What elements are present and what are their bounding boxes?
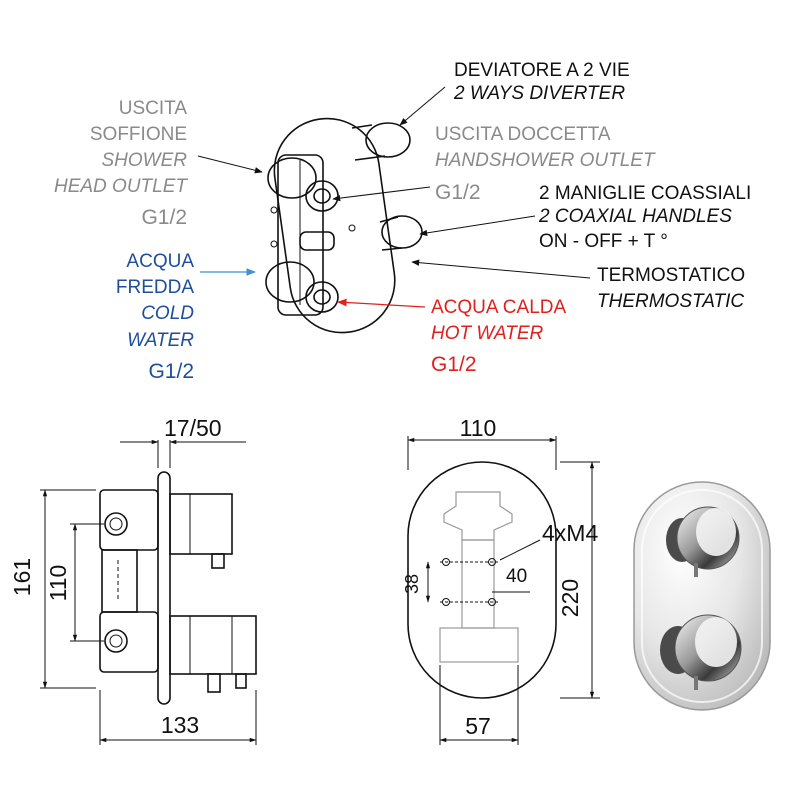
label-handshower-size: G1/2 <box>435 181 481 204</box>
label-handshower-it: USCITA DOCCETTA <box>435 124 611 145</box>
dim-side-height-inner: 110 <box>45 565 71 602</box>
product-render <box>633 481 771 711</box>
dim-hole-vertical: 38 <box>402 574 422 594</box>
label-diverter-en: 2 WAYS DIVERTER <box>453 83 625 104</box>
dim-front-width: 110 <box>460 415 497 441</box>
front-view-dimensions <box>407 436 600 745</box>
leader-handles <box>419 215 536 237</box>
label-thermo-en: THERMOSTATIC <box>597 291 744 312</box>
label-shower-it-2: SOFFIONE <box>90 124 187 145</box>
dim-front-height: 220 <box>557 579 583 617</box>
label-handles-note: ON - OFF + T ° <box>539 231 668 252</box>
leader-diverter <box>399 86 446 126</box>
label-thermo-it: TERMOSTATICO <box>597 265 745 286</box>
label-cold-it-2: FREDDA <box>116 277 194 298</box>
dim-side-height-total: 161 <box>9 558 35 596</box>
label-cold-en-2: WATER <box>127 330 194 351</box>
label-shower-size: G1/2 <box>141 206 187 229</box>
side-view-dimensions <box>40 439 257 745</box>
label-handles-it: 2 MANIGLIE COASSIALI <box>539 183 751 204</box>
dim-front-bottom: 57 <box>465 713 491 739</box>
dim-side-width: 133 <box>161 712 199 738</box>
leader-thermostatic <box>411 259 591 279</box>
label-cold-en-1: COLD <box>141 303 194 324</box>
label-cold-size: G1/2 <box>148 360 194 383</box>
label-shower-en-2: HEAD OUTLET <box>54 176 188 197</box>
label-hot-size: G1/2 <box>431 353 477 376</box>
label-handshower-en: HANDSHOWER OUTLET <box>435 150 656 171</box>
label-handles-en: 2 COAXIAL HANDLES <box>538 206 732 227</box>
label-diverter-it: DEVIATORE A 2 VIE <box>454 60 630 81</box>
front-view <box>407 461 557 699</box>
dim-screws: 4xM4 <box>542 520 598 546</box>
side-view <box>99 471 257 705</box>
label-shower-it-1: USCITA <box>119 98 188 119</box>
label-shower-en-1: SHOWER <box>102 150 188 171</box>
dim-side-depth: 17/50 <box>164 415 222 441</box>
dim-hole-horizontal: 40 <box>506 566 527 587</box>
label-hot-it: ACQUA CALDA <box>431 297 566 318</box>
label-hot-en: HOT WATER <box>431 323 544 344</box>
label-cold-it-1: ACQUA <box>126 251 194 272</box>
leader-handshower <box>332 186 431 202</box>
leader-hot-water <box>337 298 426 308</box>
leader-shower-head <box>197 155 263 174</box>
